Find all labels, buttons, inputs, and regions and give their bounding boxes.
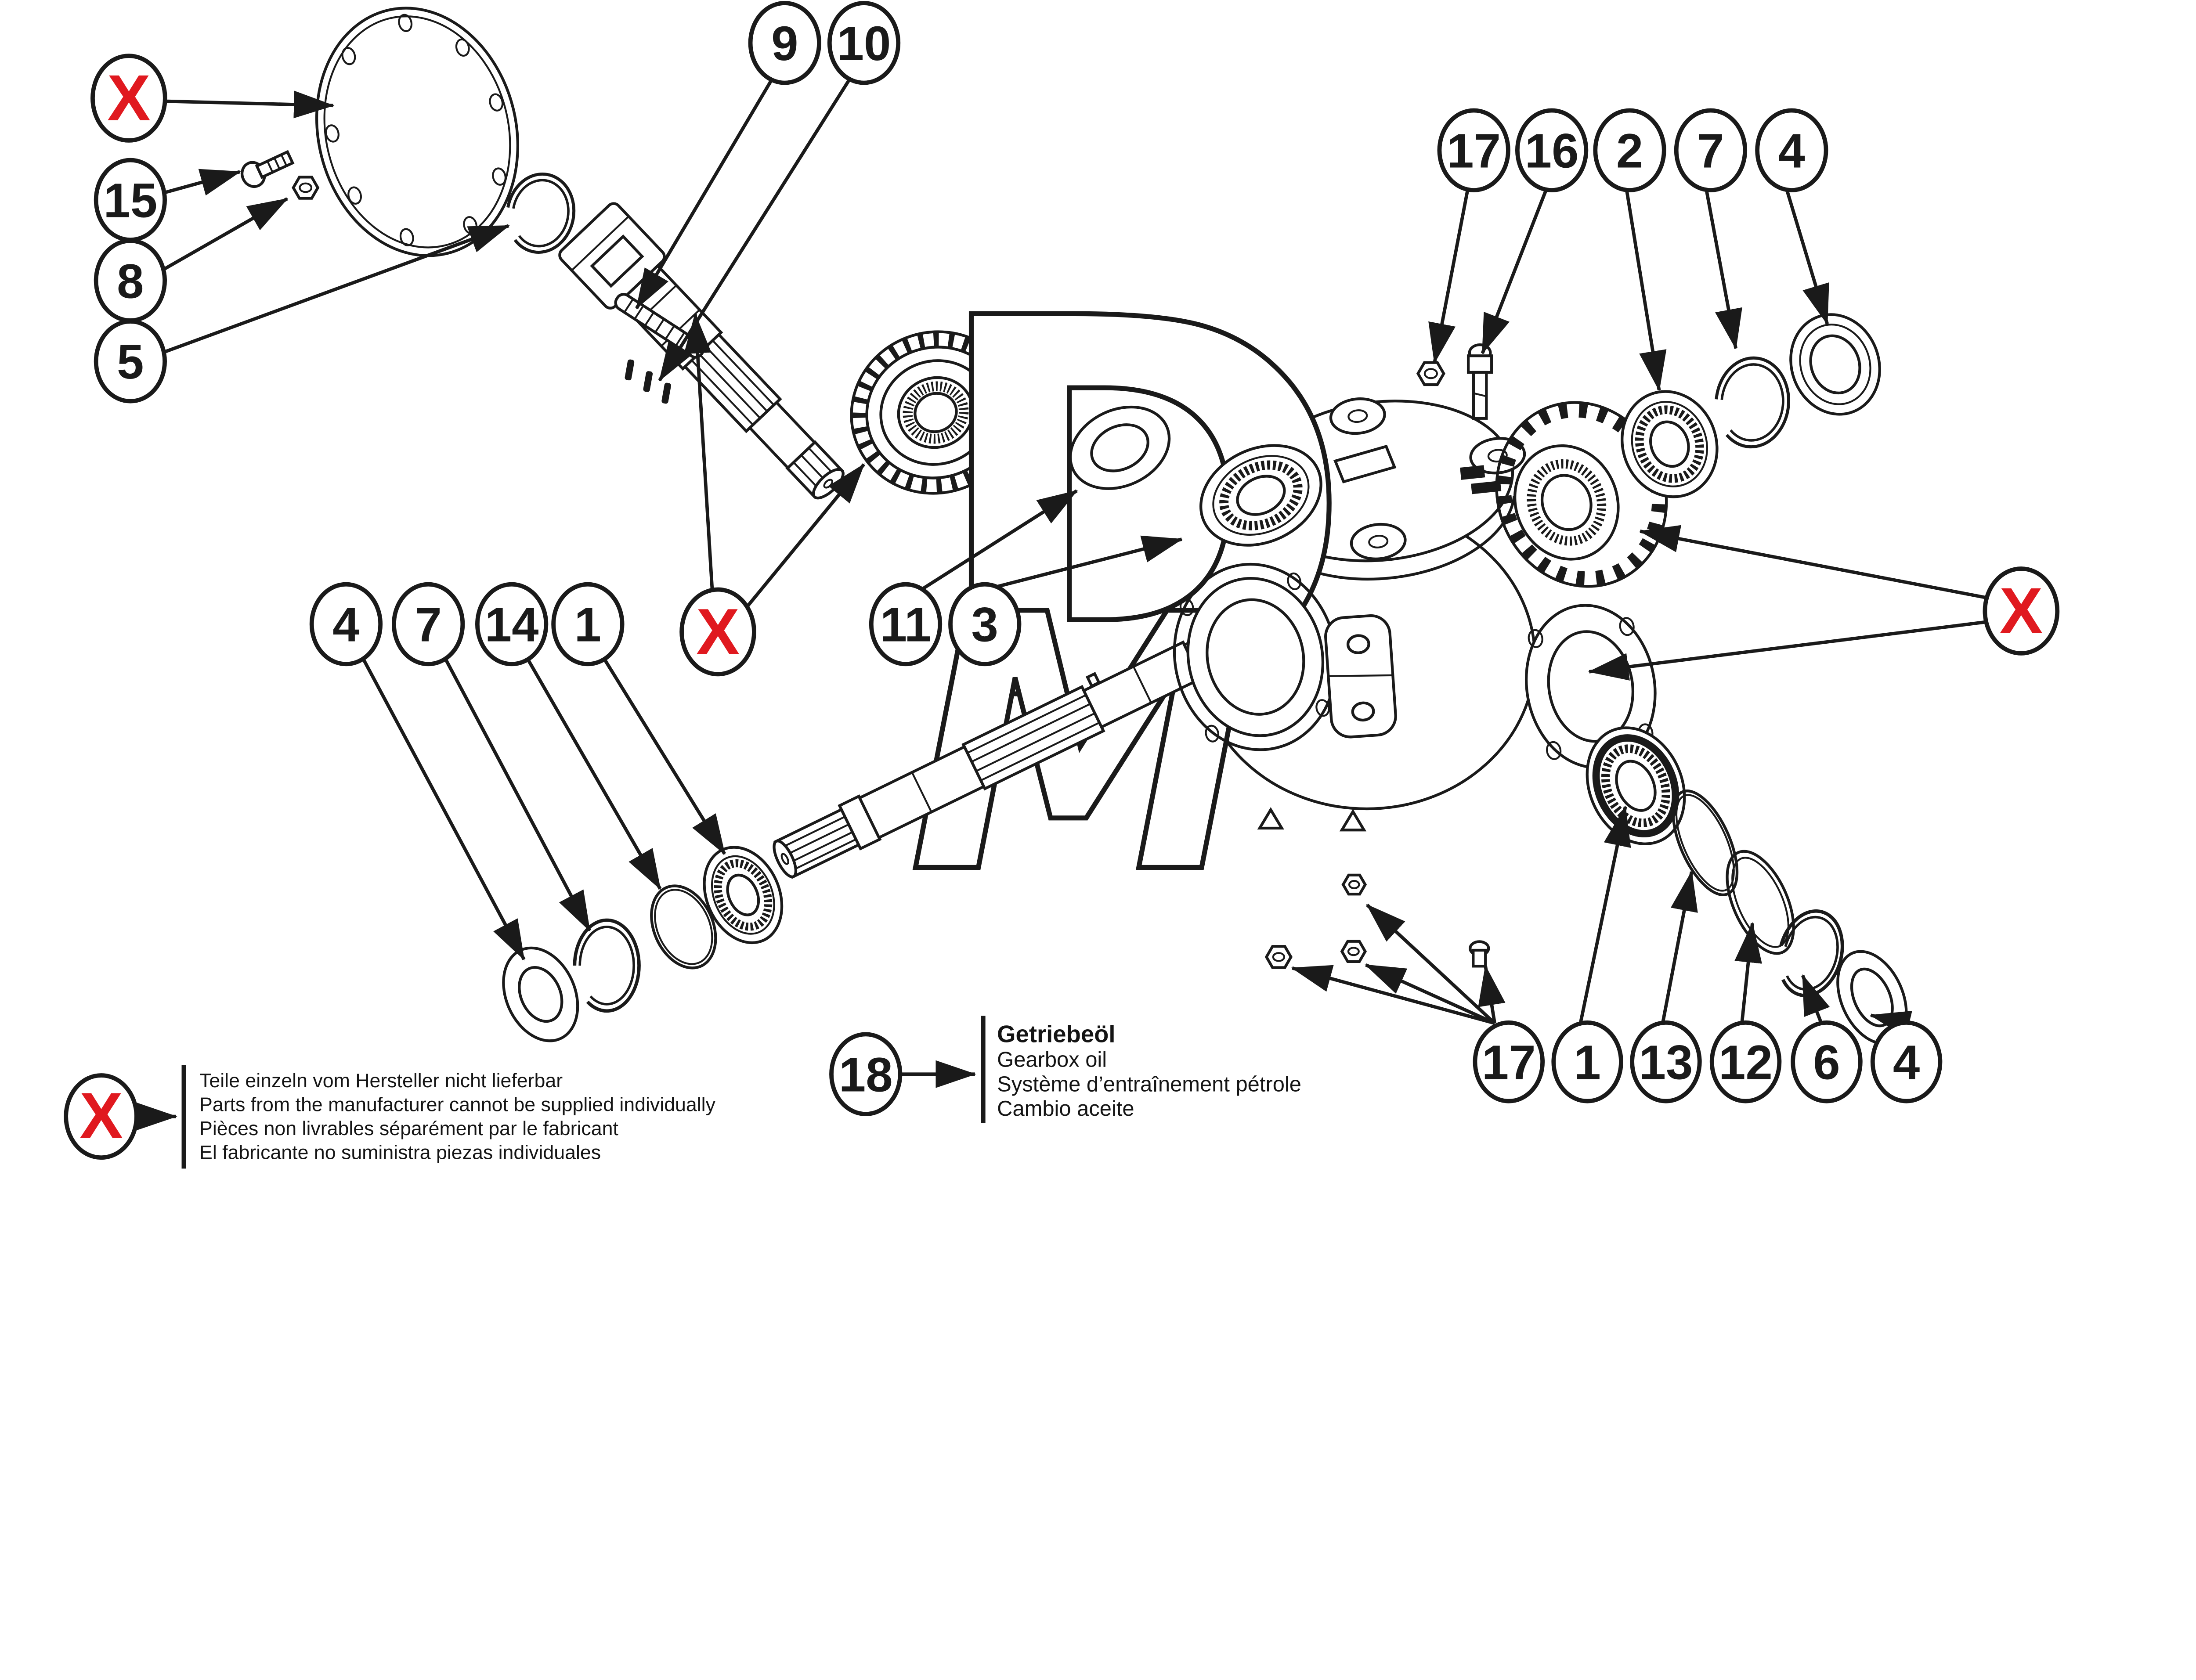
svg-text:4: 4 — [1893, 1035, 1920, 1089]
gearbox-exploded-diagram: D M — [64, 1, 2060, 1169]
svg-text:X: X — [696, 595, 740, 668]
bevel-gear — [1495, 401, 1668, 588]
callout-x-top-left: X — [90, 54, 167, 143]
svg-text:4: 4 — [332, 598, 359, 652]
svg-text:X: X — [1999, 575, 2043, 647]
snap-ring-left — [573, 918, 641, 1013]
callout-6: 6 — [1791, 1020, 1863, 1103]
oil-note-line-fr: Système d’entraînement pétrole — [997, 1072, 1301, 1096]
callout-15: 15 — [94, 158, 167, 242]
thrust-washer-left — [502, 946, 579, 1042]
callout-bubbles: X 15 8 5 9 10 — [64, 1, 2060, 1160]
housing-front-port — [1173, 562, 1338, 751]
callout-12: 12 — [1709, 1020, 1782, 1103]
callout-18: 18 — [829, 1032, 903, 1116]
oil-note-line-es: Cambio aceite — [997, 1097, 1134, 1121]
svg-text:X: X — [79, 1080, 123, 1152]
svg-text:1: 1 — [1574, 1035, 1600, 1089]
parts-front — [502, 313, 1908, 1045]
svg-text:10: 10 — [837, 17, 891, 71]
svg-text:3: 3 — [972, 598, 998, 652]
spacer-washer — [1069, 405, 1171, 490]
grease-fitting — [1466, 343, 1493, 420]
callout-8: 8 — [94, 238, 167, 323]
svg-text:9: 9 — [771, 17, 798, 71]
oil-note-block: Getriebeöl Gearbox oil Système d’entraîn… — [981, 1016, 1301, 1123]
svg-text:7: 7 — [415, 598, 441, 652]
ball-bearing — [1199, 444, 1322, 547]
hex-nut-top — [1416, 361, 1445, 386]
dowel-pins — [625, 359, 671, 404]
callout-4-bottom: 4 — [1870, 1020, 1943, 1103]
housing-clamp — [1324, 614, 1397, 739]
callout-16: 16 — [1515, 108, 1589, 192]
svg-text:7: 7 — [1697, 124, 1724, 178]
annotations: X 15 8 5 9 10 — [64, 1, 2060, 1169]
diagram-page: D M — [64, 1, 2060, 1169]
svg-text:1: 1 — [574, 598, 601, 652]
watermark: D M — [906, 208, 1359, 953]
oil-note-divider — [981, 1016, 986, 1123]
svg-text:2: 2 — [1616, 124, 1643, 178]
callout-1-bottom: 1 — [1551, 1020, 1623, 1103]
callout-1-mid: 1 — [551, 582, 625, 667]
callout-7-top: 7 — [1674, 108, 1748, 192]
callout-x-mid: X — [679, 587, 756, 677]
svg-text:17: 17 — [1482, 1035, 1536, 1089]
callout-14: 14 — [475, 582, 549, 667]
callout-7-mid: 7 — [392, 582, 465, 667]
svg-text:16: 16 — [1525, 124, 1579, 178]
callout-9: 9 — [748, 1, 821, 85]
footnote-line-de: Teile einzeln vom Hersteller nicht liefe… — [199, 1070, 563, 1092]
callout-2: 2 — [1593, 108, 1666, 192]
callout-17-bottom: 17 — [1473, 1020, 1545, 1103]
svg-text:8: 8 — [117, 254, 144, 308]
ball-bearing-top — [1621, 390, 1719, 498]
svg-text:18: 18 — [839, 1048, 893, 1102]
footnote-line-en: Parts from the manufacturer cannot be su… — [199, 1094, 716, 1116]
spur-gear — [850, 330, 1022, 495]
callout-x-footnote: X — [64, 1073, 139, 1160]
svg-text:13: 13 — [1639, 1035, 1693, 1089]
cover-plate — [315, 7, 520, 257]
svg-text:4: 4 — [1778, 124, 1805, 178]
svg-text:15: 15 — [103, 174, 157, 228]
hex-bolt — [240, 150, 295, 188]
callout-4-top: 4 — [1755, 108, 1828, 192]
footnote-block: Teile einzeln vom Hersteller nicht liefe… — [181, 1065, 716, 1169]
hex-nut — [292, 176, 320, 200]
callout-3: 3 — [948, 582, 1022, 667]
round-ring-left — [650, 884, 717, 970]
callout-5: 5 — [94, 319, 167, 404]
seal-ring — [1789, 313, 1881, 416]
callout-13: 13 — [1630, 1020, 1702, 1103]
snap-ring-top — [1714, 356, 1791, 449]
callout-11: 11 — [869, 582, 943, 667]
footnote-line-fr: Pièces non livrables séparément par le f… — [199, 1118, 618, 1139]
callout-4-mid: 4 — [309, 582, 383, 667]
oil-note-line-en: Gearbox oil — [997, 1048, 1107, 1071]
svg-text:6: 6 — [1813, 1035, 1840, 1089]
callout-17-top: 17 — [1437, 108, 1510, 192]
leader-lines — [137, 76, 1986, 1131]
fastener-cluster — [1264, 873, 1490, 969]
svg-text:5: 5 — [117, 335, 144, 389]
callout-x-right: X — [1983, 566, 2060, 656]
svg-text:12: 12 — [1719, 1035, 1773, 1089]
ball-bearing-left — [703, 846, 784, 945]
double-ring — [1726, 850, 1795, 955]
oil-note-title: Getriebeöl — [997, 1021, 1115, 1048]
input-shaft — [558, 202, 845, 500]
callout-10: 10 — [827, 1, 901, 85]
footnote-divider — [181, 1065, 186, 1169]
svg-text:11: 11 — [880, 598, 932, 652]
svg-text:14: 14 — [485, 598, 539, 652]
svg-text:17: 17 — [1447, 124, 1501, 178]
footnote-line-es: El fabricante no suministra piezas indiv… — [199, 1142, 601, 1164]
x-mark: X — [107, 62, 151, 134]
